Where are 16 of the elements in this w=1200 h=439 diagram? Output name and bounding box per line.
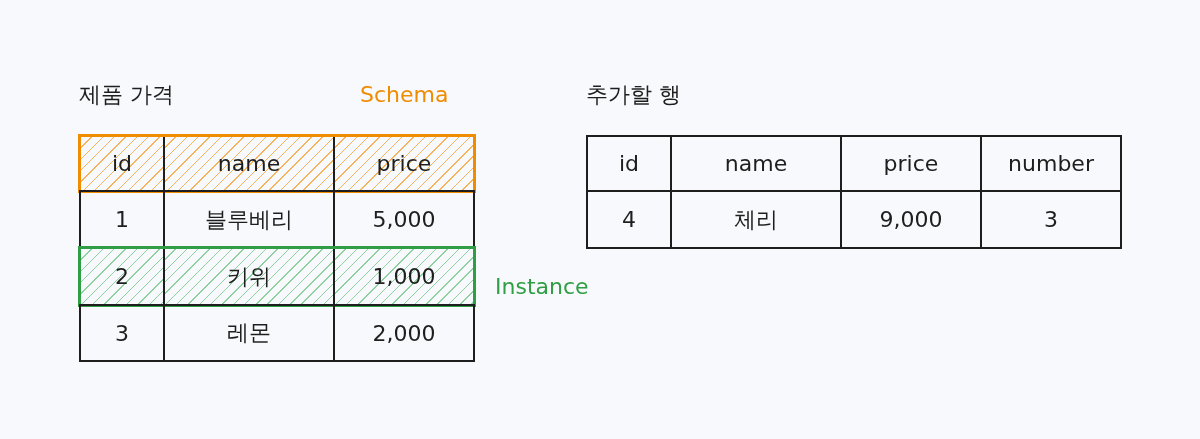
header-cell: number (980, 135, 1122, 192)
header-cell: id (586, 135, 672, 192)
table-cell: 3 (980, 190, 1122, 249)
table-cell: 키위 (163, 247, 335, 306)
annotation-text: Instance (495, 276, 589, 298)
table-title: 추가할 행 (586, 84, 681, 106)
table-cell: 2 (79, 247, 165, 306)
table-title: 제품 가격 (79, 84, 174, 106)
annotation-text: Schema (360, 84, 449, 106)
table-cell: 5,000 (333, 190, 475, 249)
table-cell: 레몬 (163, 304, 335, 362)
table-cell: 4 (586, 190, 672, 249)
table-cell: 2,000 (333, 304, 475, 362)
table-cell: 1 (79, 190, 165, 249)
table-cell: 1,000 (333, 247, 475, 306)
table-cell: 3 (79, 304, 165, 362)
